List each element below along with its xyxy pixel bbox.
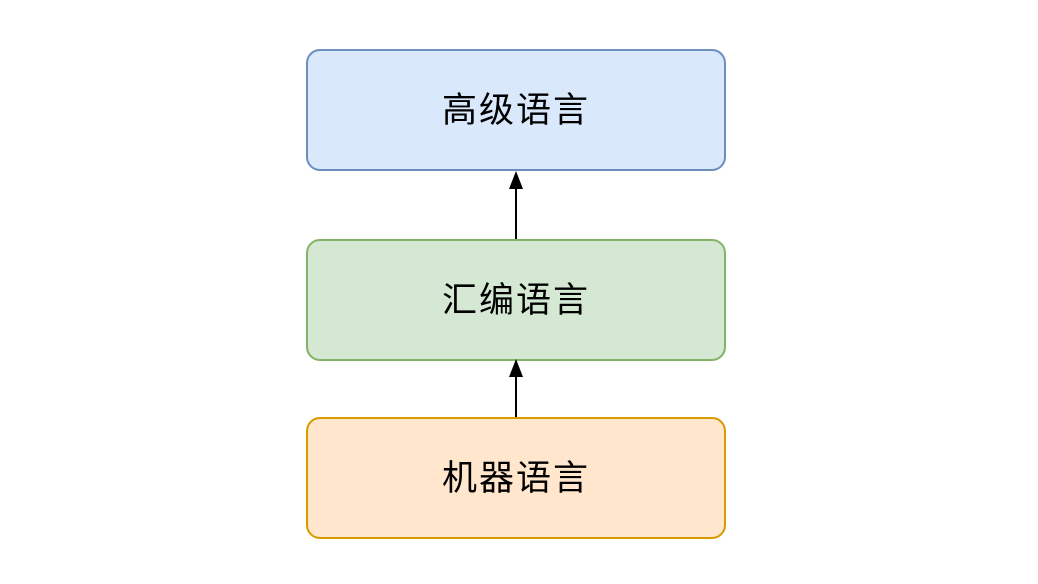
arrow-up-icon — [509, 171, 523, 239]
node-machine-language-label: 机器语言 — [441, 458, 590, 498]
node-assembly-language-label: 汇编语言 — [441, 280, 590, 320]
node-machine-language: 机器语言 — [306, 417, 726, 539]
node-high-level-language: 高级语言 — [306, 49, 726, 171]
node-assembly-language: 汇编语言 — [306, 239, 726, 361]
arrow-up-icon — [509, 359, 523, 417]
node-high-level-language-label: 高级语言 — [441, 90, 590, 130]
